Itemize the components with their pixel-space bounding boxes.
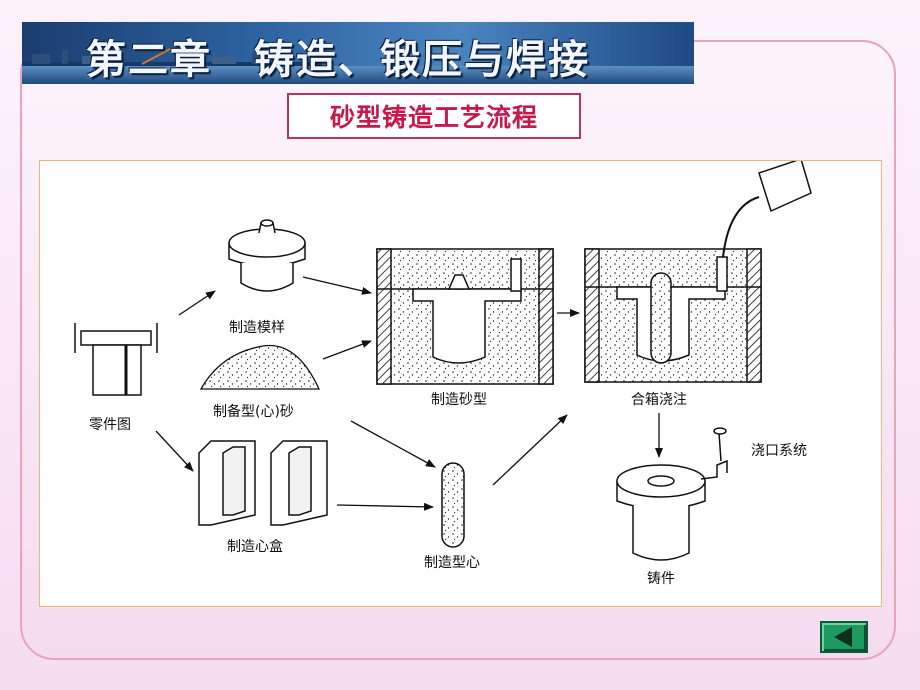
arrow-sand-to-core bbox=[350, 420, 436, 468]
back-arrow-icon bbox=[834, 627, 852, 647]
diagram-frame: 零件图 制造模样 制备型(心)砂 制造心盒 制造型心 bbox=[39, 160, 882, 607]
sand-pile-figure bbox=[199, 344, 321, 390]
mold-figure bbox=[376, 248, 554, 385]
core-figure bbox=[441, 462, 465, 548]
part-drawing-figure bbox=[74, 323, 158, 396]
label-prepare-sand: 制备型(心)砂 bbox=[213, 403, 294, 420]
subtitle-box: 砂型铸造工艺流程 bbox=[287, 93, 581, 139]
casting-figure bbox=[616, 427, 728, 561]
flow-arrows bbox=[155, 276, 663, 511]
label-make-pattern: 制造模样 bbox=[229, 320, 285, 336]
core-box-figure bbox=[198, 440, 328, 526]
arrow-sand-to-mold bbox=[322, 340, 372, 360]
closed-mold-figure bbox=[584, 161, 812, 383]
label-part-drawing: 零件图 bbox=[89, 417, 131, 433]
title-banner: 第二章 铸造、锻压与焊接 bbox=[22, 22, 694, 84]
sand-casting-flow-diagram: 零件图 制造模样 制备型(心)砂 制造心盒 制造型心 bbox=[74, 161, 812, 587]
arrow-core-to-mold bbox=[492, 414, 568, 486]
label-close-and-pour: 合箱浇注 bbox=[631, 392, 687, 408]
arrow-part-to-pattern bbox=[178, 290, 216, 316]
back-button[interactable] bbox=[820, 621, 868, 653]
page-title: 第二章 铸造、锻压与焊接 bbox=[86, 36, 590, 83]
label-make-mold: 制造砂型 bbox=[431, 392, 487, 408]
harbor-water bbox=[22, 66, 694, 84]
label-gating-system: 浇口系统 bbox=[751, 443, 807, 459]
subtitle: 砂型铸造工艺流程 bbox=[329, 103, 538, 132]
label-casting: 铸件 bbox=[647, 571, 675, 587]
label-make-core-box: 制造心盒 bbox=[227, 538, 283, 555]
arrow-part-to-core-box bbox=[155, 430, 194, 472]
pattern-figure bbox=[228, 219, 306, 292]
label-make-core: 制造型心 bbox=[424, 555, 480, 571]
arrow-core-box-to-core bbox=[336, 502, 434, 511]
arrow-pattern-to-mold bbox=[302, 276, 372, 295]
